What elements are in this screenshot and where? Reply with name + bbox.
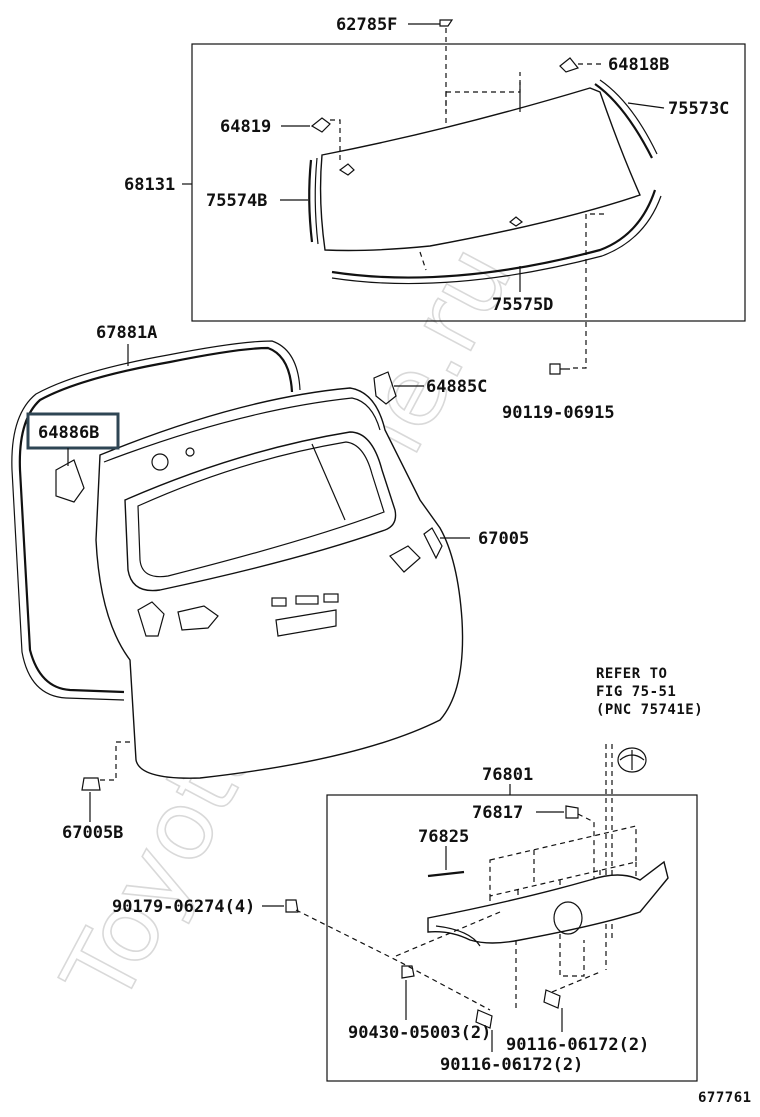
door-slot-1 bbox=[271, 597, 287, 607]
dash-90179 bbox=[295, 909, 491, 1011]
label-64885C[interactable]: 64885C bbox=[426, 377, 487, 397]
molding-75573C bbox=[594, 83, 653, 159]
emblem-icon[interactable] bbox=[617, 747, 647, 773]
label-67881A[interactable]: 67881A bbox=[96, 323, 157, 343]
dash-emblem bbox=[605, 744, 613, 970]
weatherstrip-67881A bbox=[18, 346, 294, 694]
label-62785F[interactable]: 62785F bbox=[336, 15, 397, 35]
door-window-inner bbox=[137, 441, 385, 578]
refer-line-1: REFER TO bbox=[596, 666, 667, 682]
molding-75574B-edge bbox=[314, 157, 319, 245]
label-76801[interactable]: 76801 bbox=[482, 765, 533, 785]
door-slot-3 bbox=[323, 593, 339, 603]
dash-90179-b bbox=[395, 911, 501, 957]
refer-line-2: FIG 75-51 bbox=[596, 684, 676, 700]
label-64818B[interactable]: 64818B bbox=[608, 55, 669, 75]
door-slot-2 bbox=[295, 595, 319, 605]
bolt-90119-06915 bbox=[549, 363, 570, 375]
tape-76825 bbox=[427, 870, 465, 878]
nut-90179-06274 bbox=[285, 899, 299, 913]
clip-76817 bbox=[565, 805, 579, 819]
molding-75575D-edge bbox=[331, 195, 662, 285]
door-plate-area bbox=[275, 609, 337, 637]
garnish-left-tab bbox=[435, 925, 481, 947]
weatherstrip-67881A-outer bbox=[11, 340, 301, 701]
door-hole-1 bbox=[151, 453, 169, 471]
glass-mark-center bbox=[508, 216, 524, 227]
dash-90119 bbox=[570, 213, 604, 369]
door-opening-right bbox=[389, 545, 421, 573]
garnish-emblem-mount bbox=[553, 901, 583, 935]
door-window-reflection bbox=[311, 443, 346, 521]
door-window-opening bbox=[124, 431, 397, 592]
label-90119-06915[interactable]: 90119-06915 bbox=[502, 403, 615, 423]
door-opening-far-right bbox=[423, 527, 443, 560]
door-hole-2 bbox=[185, 447, 195, 457]
garnish-group-box bbox=[326, 794, 698, 1082]
bracket-64885C bbox=[373, 371, 397, 405]
label-90116-06172-a[interactable]: 90116-06172(2) bbox=[440, 1055, 583, 1075]
door-opening-center-left bbox=[177, 605, 219, 631]
label-68131[interactable]: 68131 bbox=[124, 175, 175, 195]
clip-62785F bbox=[439, 19, 454, 27]
glass-mark-left bbox=[338, 163, 355, 176]
door-opening-left bbox=[137, 601, 165, 637]
dash-clip-lower bbox=[419, 251, 427, 271]
dash-64819 bbox=[330, 119, 341, 160]
bolt-90116-06172-a bbox=[475, 1009, 493, 1029]
label-76825[interactable]: 76825 bbox=[418, 827, 469, 847]
label-64886B[interactable]: 64886B bbox=[38, 423, 99, 443]
label-67005B[interactable]: 67005B bbox=[62, 823, 123, 843]
molding-75575D bbox=[331, 189, 657, 279]
leader-75573C bbox=[627, 102, 665, 109]
dash-90116 bbox=[515, 940, 601, 1010]
label-75574B[interactable]: 75574B bbox=[206, 191, 267, 211]
label-76817[interactable]: 76817 bbox=[472, 803, 523, 823]
clip-64819 bbox=[310, 117, 331, 133]
label-67005[interactable]: 67005 bbox=[478, 529, 529, 549]
molding-75573C-edge bbox=[599, 79, 658, 155]
label-75573C[interactable]: 75573C bbox=[668, 99, 729, 119]
figure-id: 677761 bbox=[698, 1090, 752, 1106]
washer-90430-05003 bbox=[401, 965, 415, 979]
label-90116-06172-b[interactable]: 90116-06172(2) bbox=[506, 1035, 649, 1055]
emblem-icon-detail bbox=[619, 750, 645, 770]
bumper-67005B bbox=[81, 777, 101, 791]
door-top-edge bbox=[103, 397, 381, 463]
bracket-64886B bbox=[55, 459, 85, 503]
bolt-90116-06172-b bbox=[543, 989, 561, 1009]
dash-67005B bbox=[100, 741, 130, 781]
highlight-box-64886B bbox=[26, 412, 120, 450]
dash-62785F-2 bbox=[446, 72, 521, 93]
refer-line-3: (PNC 75741E) bbox=[596, 702, 703, 718]
molding-75574B bbox=[308, 159, 314, 243]
dash-76817 bbox=[577, 813, 595, 880]
label-64819[interactable]: 64819 bbox=[220, 117, 271, 137]
garnish-76801 bbox=[427, 860, 669, 944]
glass-group-box bbox=[191, 43, 746, 322]
back-window-glass bbox=[319, 87, 641, 252]
label-75575D[interactable]: 75575D bbox=[492, 295, 553, 315]
dash-garnish-mount bbox=[559, 934, 585, 977]
clip-64818B bbox=[559, 57, 580, 73]
label-90179-06274[interactable]: 90179-06274(4) bbox=[112, 897, 255, 917]
label-90430-05003[interactable]: 90430-05003(2) bbox=[348, 1023, 491, 1043]
